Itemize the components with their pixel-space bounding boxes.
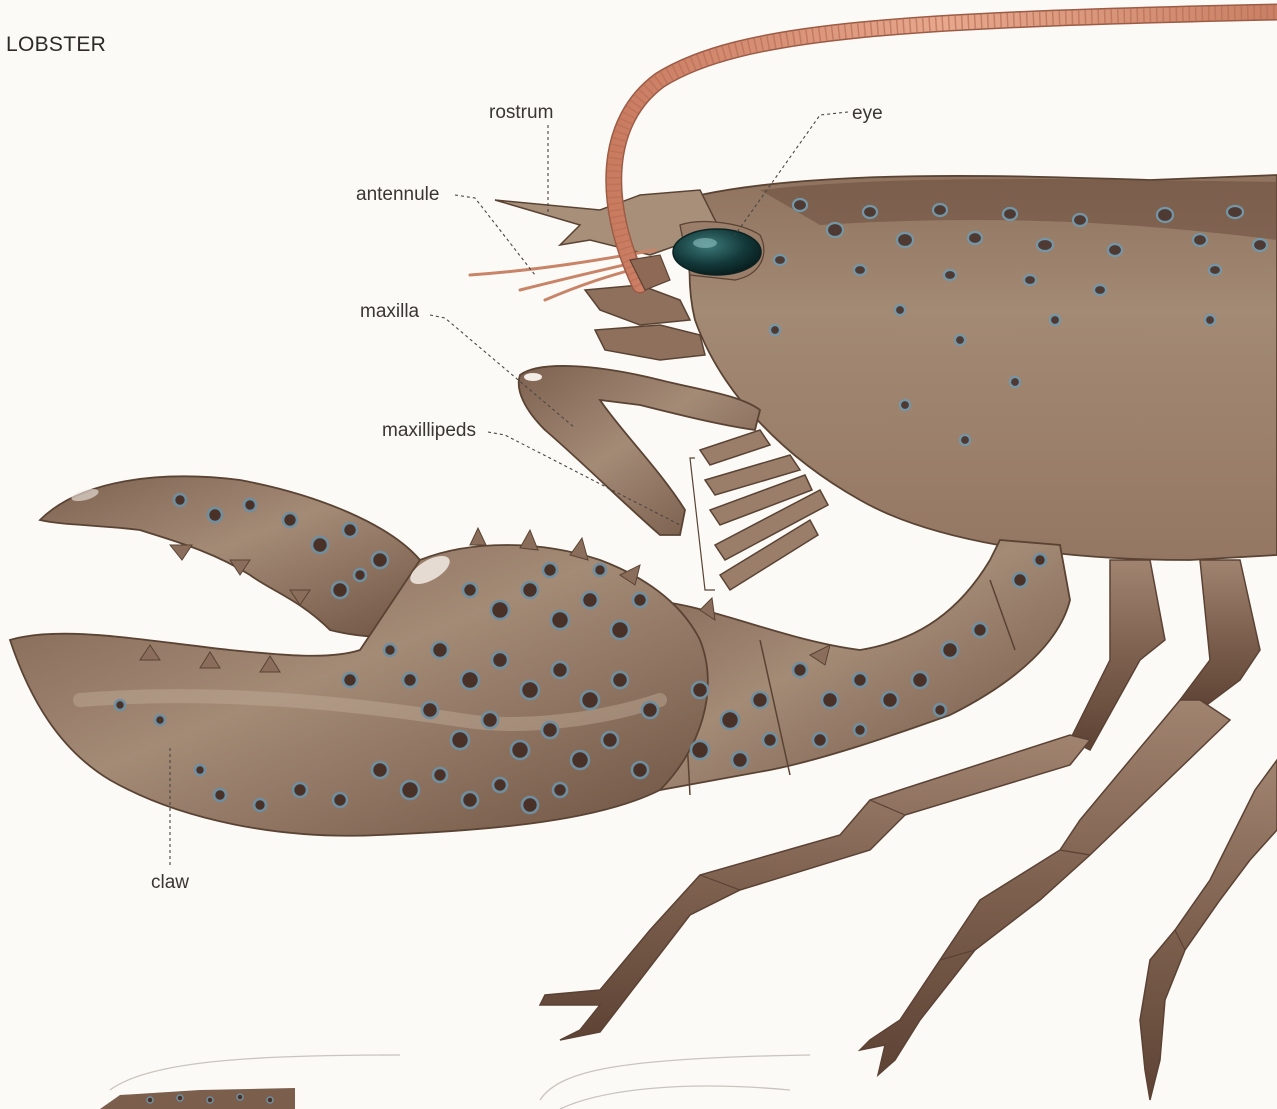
thumbnail-sketches	[100, 1055, 810, 1109]
maxilla	[585, 285, 705, 360]
label-rostrum: rostrum	[489, 102, 553, 123]
diagram-title: LOBSTER	[6, 33, 106, 56]
eye	[673, 222, 764, 280]
label-claw: claw	[151, 872, 189, 893]
label-maxilla: maxilla	[360, 301, 420, 322]
label-maxillipeds: maxillipeds	[382, 420, 476, 441]
label-antennule: antennule	[356, 184, 439, 205]
label-eye: eye	[852, 103, 883, 124]
